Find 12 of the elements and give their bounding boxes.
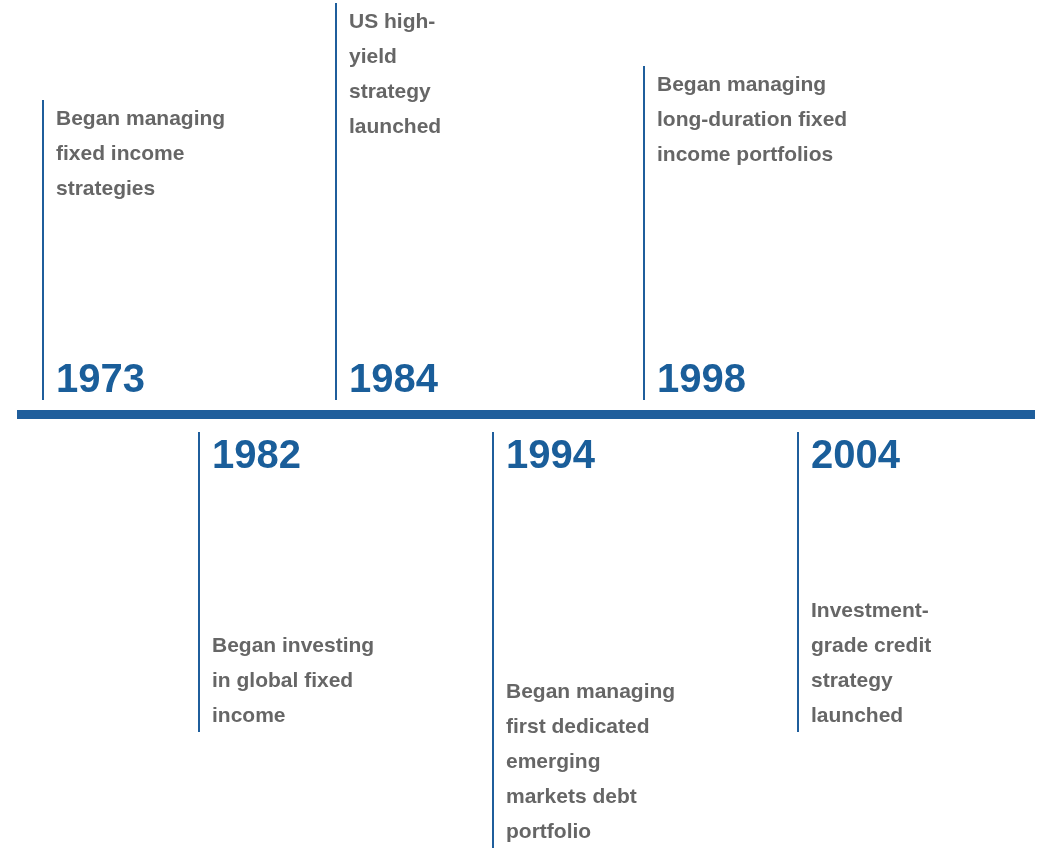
year-label: 1973 — [56, 356, 146, 400]
year-label: 1994 — [506, 432, 596, 476]
milestone-text: Began managing fixed income strategies — [56, 105, 227, 201]
year-label: 1982 — [212, 432, 302, 476]
year-label: 1984 — [349, 356, 439, 400]
milestone-text: Began investing in global fixed income — [212, 632, 376, 728]
year-label: 2004 — [811, 432, 901, 476]
milestone-text: Investment-grade credit strategy launched — [811, 597, 933, 728]
milestone-text: Began managing long-duration fixed income portfolios — [657, 71, 849, 167]
milestone-text: US high-yield strategy launched — [349, 8, 443, 139]
year-label: 1998 — [657, 356, 747, 400]
milestone-text: Began managing first dedicated emerging markets debt portfolio — [506, 678, 677, 844]
